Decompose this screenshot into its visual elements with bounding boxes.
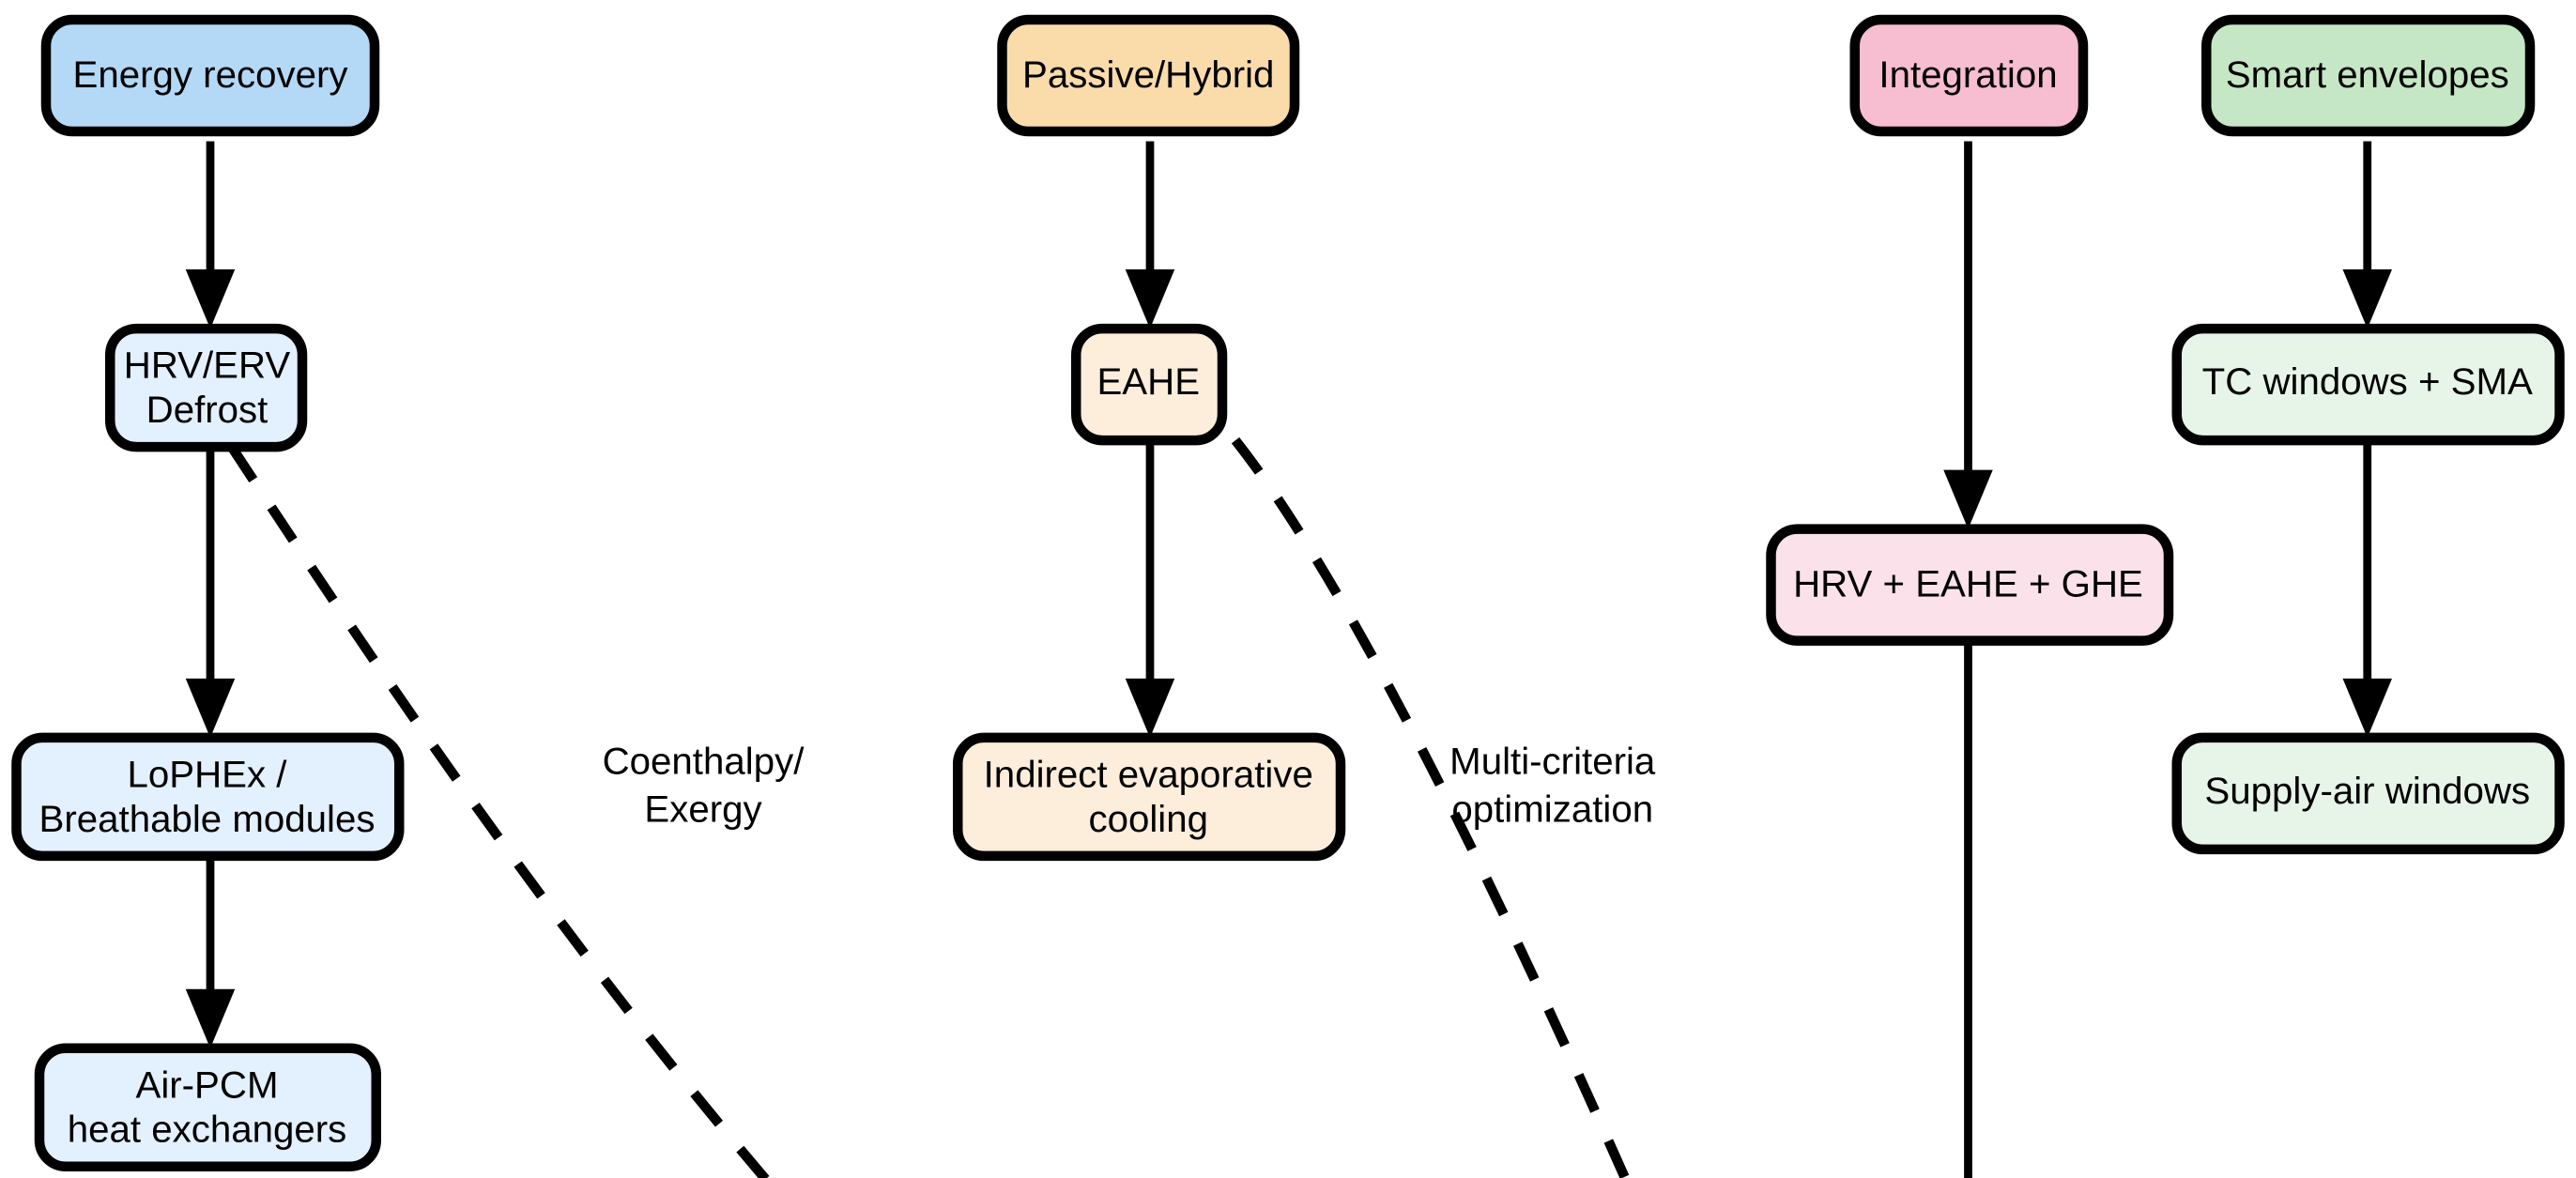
node-hrv-eahe-ghe-label: HRV + EAHE + GHE xyxy=(1793,562,2143,604)
node-eahe-label: EAHE xyxy=(1096,360,1200,403)
nodes-layer: Energy recovery HRV/ERV Defrost LoPHEx /… xyxy=(11,14,2565,1171)
node-hrv-eahe-ghe[interactable]: HRV + EAHE + GHE xyxy=(1766,524,2174,646)
node-lophex-breathable-modules[interactable]: LoPHEx / Breathable modules xyxy=(11,732,405,862)
edge-label-coenthalpy-exergy: Coenthalpy/ Exergy xyxy=(603,741,805,831)
edge-eahe-to-indirect-evaporative-cooling xyxy=(1125,440,1175,738)
node-air-pcm-label-line2: heat exchangers xyxy=(68,1109,347,1151)
node-air-pcm-heat-exchangers[interactable]: Air-PCM heat exchangers xyxy=(34,1043,381,1171)
node-passive-hybrid-label: Passive/Hybrid xyxy=(1022,54,1274,96)
node-lophex-label-line2: Breathable modules xyxy=(39,798,376,840)
edge-label-multi-criteria-optimization: Multi-criteria optimization xyxy=(1449,741,1656,831)
edge-hrv-erv-defrost-to-joint-control-dashed xyxy=(227,444,772,1178)
node-smart-envelopes-label: Smart envelopes xyxy=(2226,54,2509,96)
edge-label-multicriteria-line1: Multi-criteria xyxy=(1449,741,1656,783)
edge-label-coenthalpy-line2: Exergy xyxy=(644,788,762,830)
node-supply-air-windows-label: Supply-air windows xyxy=(2204,770,2530,812)
node-passive-hybrid[interactable]: Passive/Hybrid xyxy=(997,14,1300,137)
node-indirect-evap-label-line1: Indirect evaporative xyxy=(984,754,1313,796)
edge-label-coenthalpy-line1: Coenthalpy/ xyxy=(603,741,805,783)
edge-labels-layer: Coenthalpy/ Exergy Multi-criteria optimi… xyxy=(603,741,1656,831)
node-eahe[interactable]: EAHE xyxy=(1071,323,1228,446)
node-lophex-label-line1: LoPHEx / xyxy=(127,754,287,796)
edge-lophex-to-air-pcm xyxy=(185,850,236,1048)
edges-layer xyxy=(185,141,2392,1178)
edge-hrv-erv-defrost-to-lophex xyxy=(185,447,236,738)
edge-hrv-eahe-ghe-to-joint-control xyxy=(1964,640,1972,1178)
node-tc-windows-sma-label: TC windows + SMA xyxy=(2202,360,2533,403)
node-energy-recovery-label: Energy recovery xyxy=(72,54,348,96)
node-hrv-erv-defrost-label-line1: HRV/ERV xyxy=(124,344,291,387)
node-indirect-evap-label-line2: cooling xyxy=(1088,798,1208,840)
node-supply-air-windows[interactable]: Supply-air windows xyxy=(2171,732,2565,855)
edge-smart-envelopes-to-tc-windows-sma xyxy=(2342,141,2392,329)
node-tc-windows-sma[interactable]: TC windows + SMA xyxy=(2171,323,2565,446)
node-smart-envelopes[interactable]: Smart envelopes xyxy=(2201,14,2536,137)
node-energy-recovery[interactable]: Energy recovery xyxy=(40,14,380,137)
edge-passive-hybrid-to-eahe xyxy=(1125,141,1175,329)
node-hrv-erv-defrost[interactable]: HRV/ERV Defrost xyxy=(105,323,308,452)
edge-tc-windows-sma-to-supply-air-windows xyxy=(2342,440,2392,738)
node-hrv-erv-defrost-label-line2: Defrost xyxy=(146,389,268,431)
edge-integration-to-hrv-eahe-ghe xyxy=(1943,141,1993,529)
node-integration[interactable]: Integration xyxy=(1849,14,2089,137)
edge-energy-recovery-to-hrv-erv-defrost xyxy=(185,141,236,329)
edge-label-multicriteria-line2: optimization xyxy=(1451,788,1653,830)
node-indirect-evaporative-cooling[interactable]: Indirect evaporative cooling xyxy=(953,732,1346,862)
node-air-pcm-label-line1: Air-PCM xyxy=(135,1063,278,1106)
node-integration-label: Integration xyxy=(1878,54,2057,96)
